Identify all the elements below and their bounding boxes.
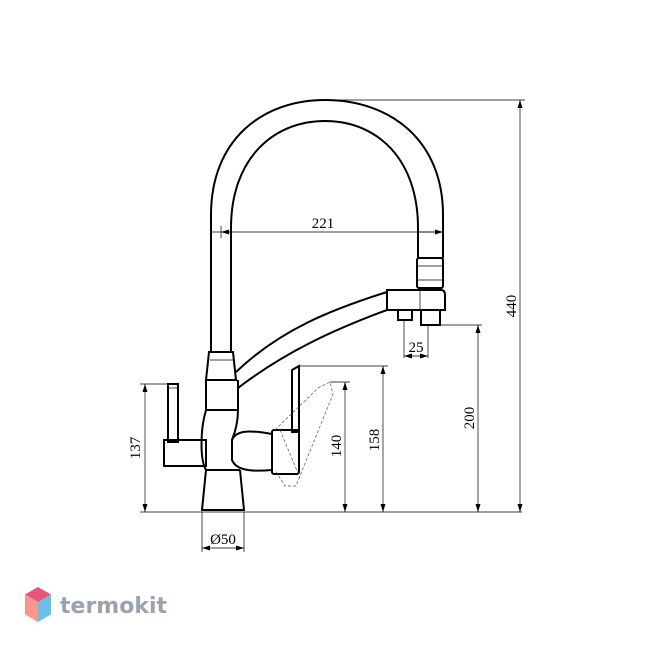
dim-label-25: 25: [409, 340, 424, 356]
dim-label-440: 440: [504, 295, 520, 318]
dim-label-221: 221: [312, 216, 335, 232]
dim-label-diameter-50: Ø50: [210, 532, 236, 548]
faucet-outline: [163, 98, 446, 511]
dim-label-158: 158: [367, 429, 383, 452]
cube-icon: [25, 587, 51, 622]
brand-name: termokit: [60, 594, 167, 619]
brand-logo: termokit: [25, 587, 167, 622]
dim-label-140: 140: [329, 435, 345, 458]
dim-label-137: 137: [128, 436, 144, 459]
dimension-lines: [140, 99, 525, 552]
dim-label-200: 200: [462, 407, 478, 430]
